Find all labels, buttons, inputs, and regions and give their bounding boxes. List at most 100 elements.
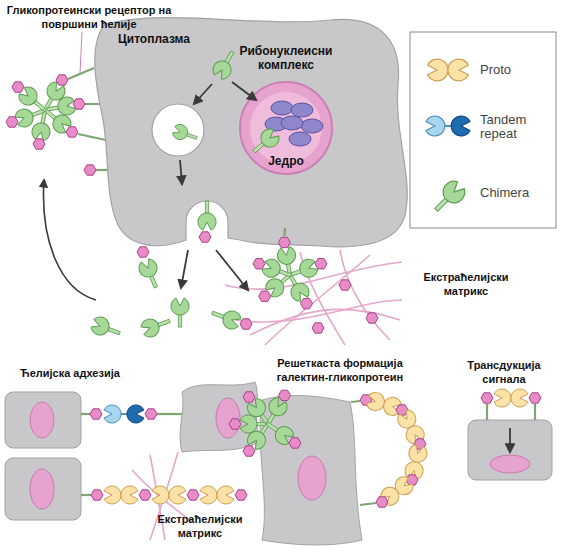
cell-body: ЦитоплазмаРибонуклеисни комплексЈедро <box>88 10 418 255</box>
glycan <box>199 232 211 242</box>
nucleus: Рибонуклеисни комплексЈедро <box>238 80 334 176</box>
glycan <box>91 490 103 500</box>
proto-galectin <box>365 391 403 417</box>
nucleus <box>490 455 530 473</box>
chimera-galectin <box>137 257 165 291</box>
flow-arrow <box>216 250 248 290</box>
panel-title: Решеткаста формација галектин-гликопроте… <box>252 356 428 384</box>
receptor-stalk <box>534 404 536 420</box>
receptor-stalk <box>81 494 91 496</box>
matrix-fibre <box>300 252 345 345</box>
ribonucleic-particle <box>289 132 311 146</box>
complex-label: Рибонуклеисни комплекс <box>228 44 344 72</box>
glycan <box>406 475 418 485</box>
cell <box>260 396 362 545</box>
proto-galectin <box>200 486 234 504</box>
tandem-galectin <box>104 405 144 423</box>
glycan <box>6 117 18 127</box>
legend-text: Tandem repeat <box>480 113 536 141</box>
cell-outline <box>95 18 407 247</box>
matrix-fibres <box>132 452 192 540</box>
ribonucleic-particle <box>271 101 293 115</box>
cell <box>468 420 552 480</box>
receptor-stalk <box>78 134 106 140</box>
glycan <box>366 313 378 323</box>
glycan <box>259 291 271 301</box>
glycan <box>481 393 493 403</box>
glycan <box>240 319 252 329</box>
receptor-stalk <box>85 103 100 105</box>
glycan <box>376 497 388 507</box>
glycan <box>312 323 324 333</box>
receptor-stalk <box>283 228 286 236</box>
glycan <box>529 393 541 403</box>
flow-arrow <box>181 250 188 288</box>
chimera-galectin <box>276 246 299 278</box>
chimera-galectin <box>89 315 122 342</box>
glycan <box>339 280 351 290</box>
glycan <box>229 419 241 429</box>
receptor-stalk <box>360 503 376 505</box>
matrix-fibre <box>265 255 370 345</box>
glycan <box>301 298 313 308</box>
chimera-galectin <box>139 312 172 339</box>
ribonucleic-particle <box>301 119 323 133</box>
chimera-galectin <box>261 257 294 284</box>
legend-chimera-icon <box>429 178 469 218</box>
proto-galectin <box>404 443 429 480</box>
glycan <box>84 165 96 175</box>
flow-arrow <box>194 84 212 104</box>
flow-arrow <box>180 160 182 184</box>
glycan <box>235 490 247 500</box>
chimera-galectin <box>286 257 319 284</box>
glycan <box>278 237 290 247</box>
matrix-fibre <box>225 262 402 289</box>
chimera-galectin <box>209 304 242 331</box>
nucleus-label: Једро <box>256 154 316 168</box>
glycan <box>137 247 149 257</box>
matrix-fibres <box>225 250 402 345</box>
panel-title: Трансдукција сигнала <box>448 358 560 386</box>
compartment-label: Цитоплазма <box>118 32 208 46</box>
matrix-fibre <box>340 250 390 340</box>
matrix-label: Екстраћелијски матрикс <box>406 270 526 298</box>
proto-galectin <box>104 486 138 504</box>
glycan <box>33 139 45 149</box>
legend-proto-icon <box>428 59 469 81</box>
glycan <box>66 127 78 137</box>
nucleus <box>30 402 54 438</box>
glycan <box>243 446 255 456</box>
chimera-galectin <box>171 122 199 145</box>
legend-box <box>410 32 556 228</box>
glycan <box>12 82 24 92</box>
receptor-stalk <box>68 68 94 79</box>
ribonucleic-particle <box>281 116 303 130</box>
nucleus <box>30 469 54 509</box>
cell <box>5 392 81 448</box>
leader-line <box>80 32 82 73</box>
panel-title: Ћелијска адхезија <box>20 366 170 380</box>
legend-text: Proto <box>480 63 550 77</box>
chimera-galectin <box>198 201 216 230</box>
nucleus <box>216 398 240 438</box>
nucleus <box>298 456 326 500</box>
proto-galectin <box>152 486 186 504</box>
proto-galectin <box>494 389 528 407</box>
glycan <box>90 409 102 419</box>
receptor-stalk <box>96 169 108 171</box>
glycan <box>243 392 255 402</box>
flow-arrow <box>43 180 96 300</box>
chimera-galectin <box>171 298 189 327</box>
glycan <box>73 99 85 109</box>
receptor-stalk <box>486 404 488 420</box>
chimera-galectin <box>282 270 312 304</box>
legend-text: Chimera <box>480 186 550 200</box>
chimera-galectin <box>248 126 282 158</box>
nucleus-inner <box>250 92 322 164</box>
ribonucleic-particle <box>265 117 287 131</box>
flow-arrow <box>232 82 256 100</box>
glycan <box>253 259 265 269</box>
glycan <box>187 490 199 500</box>
legend-tandem-icon <box>426 116 470 136</box>
